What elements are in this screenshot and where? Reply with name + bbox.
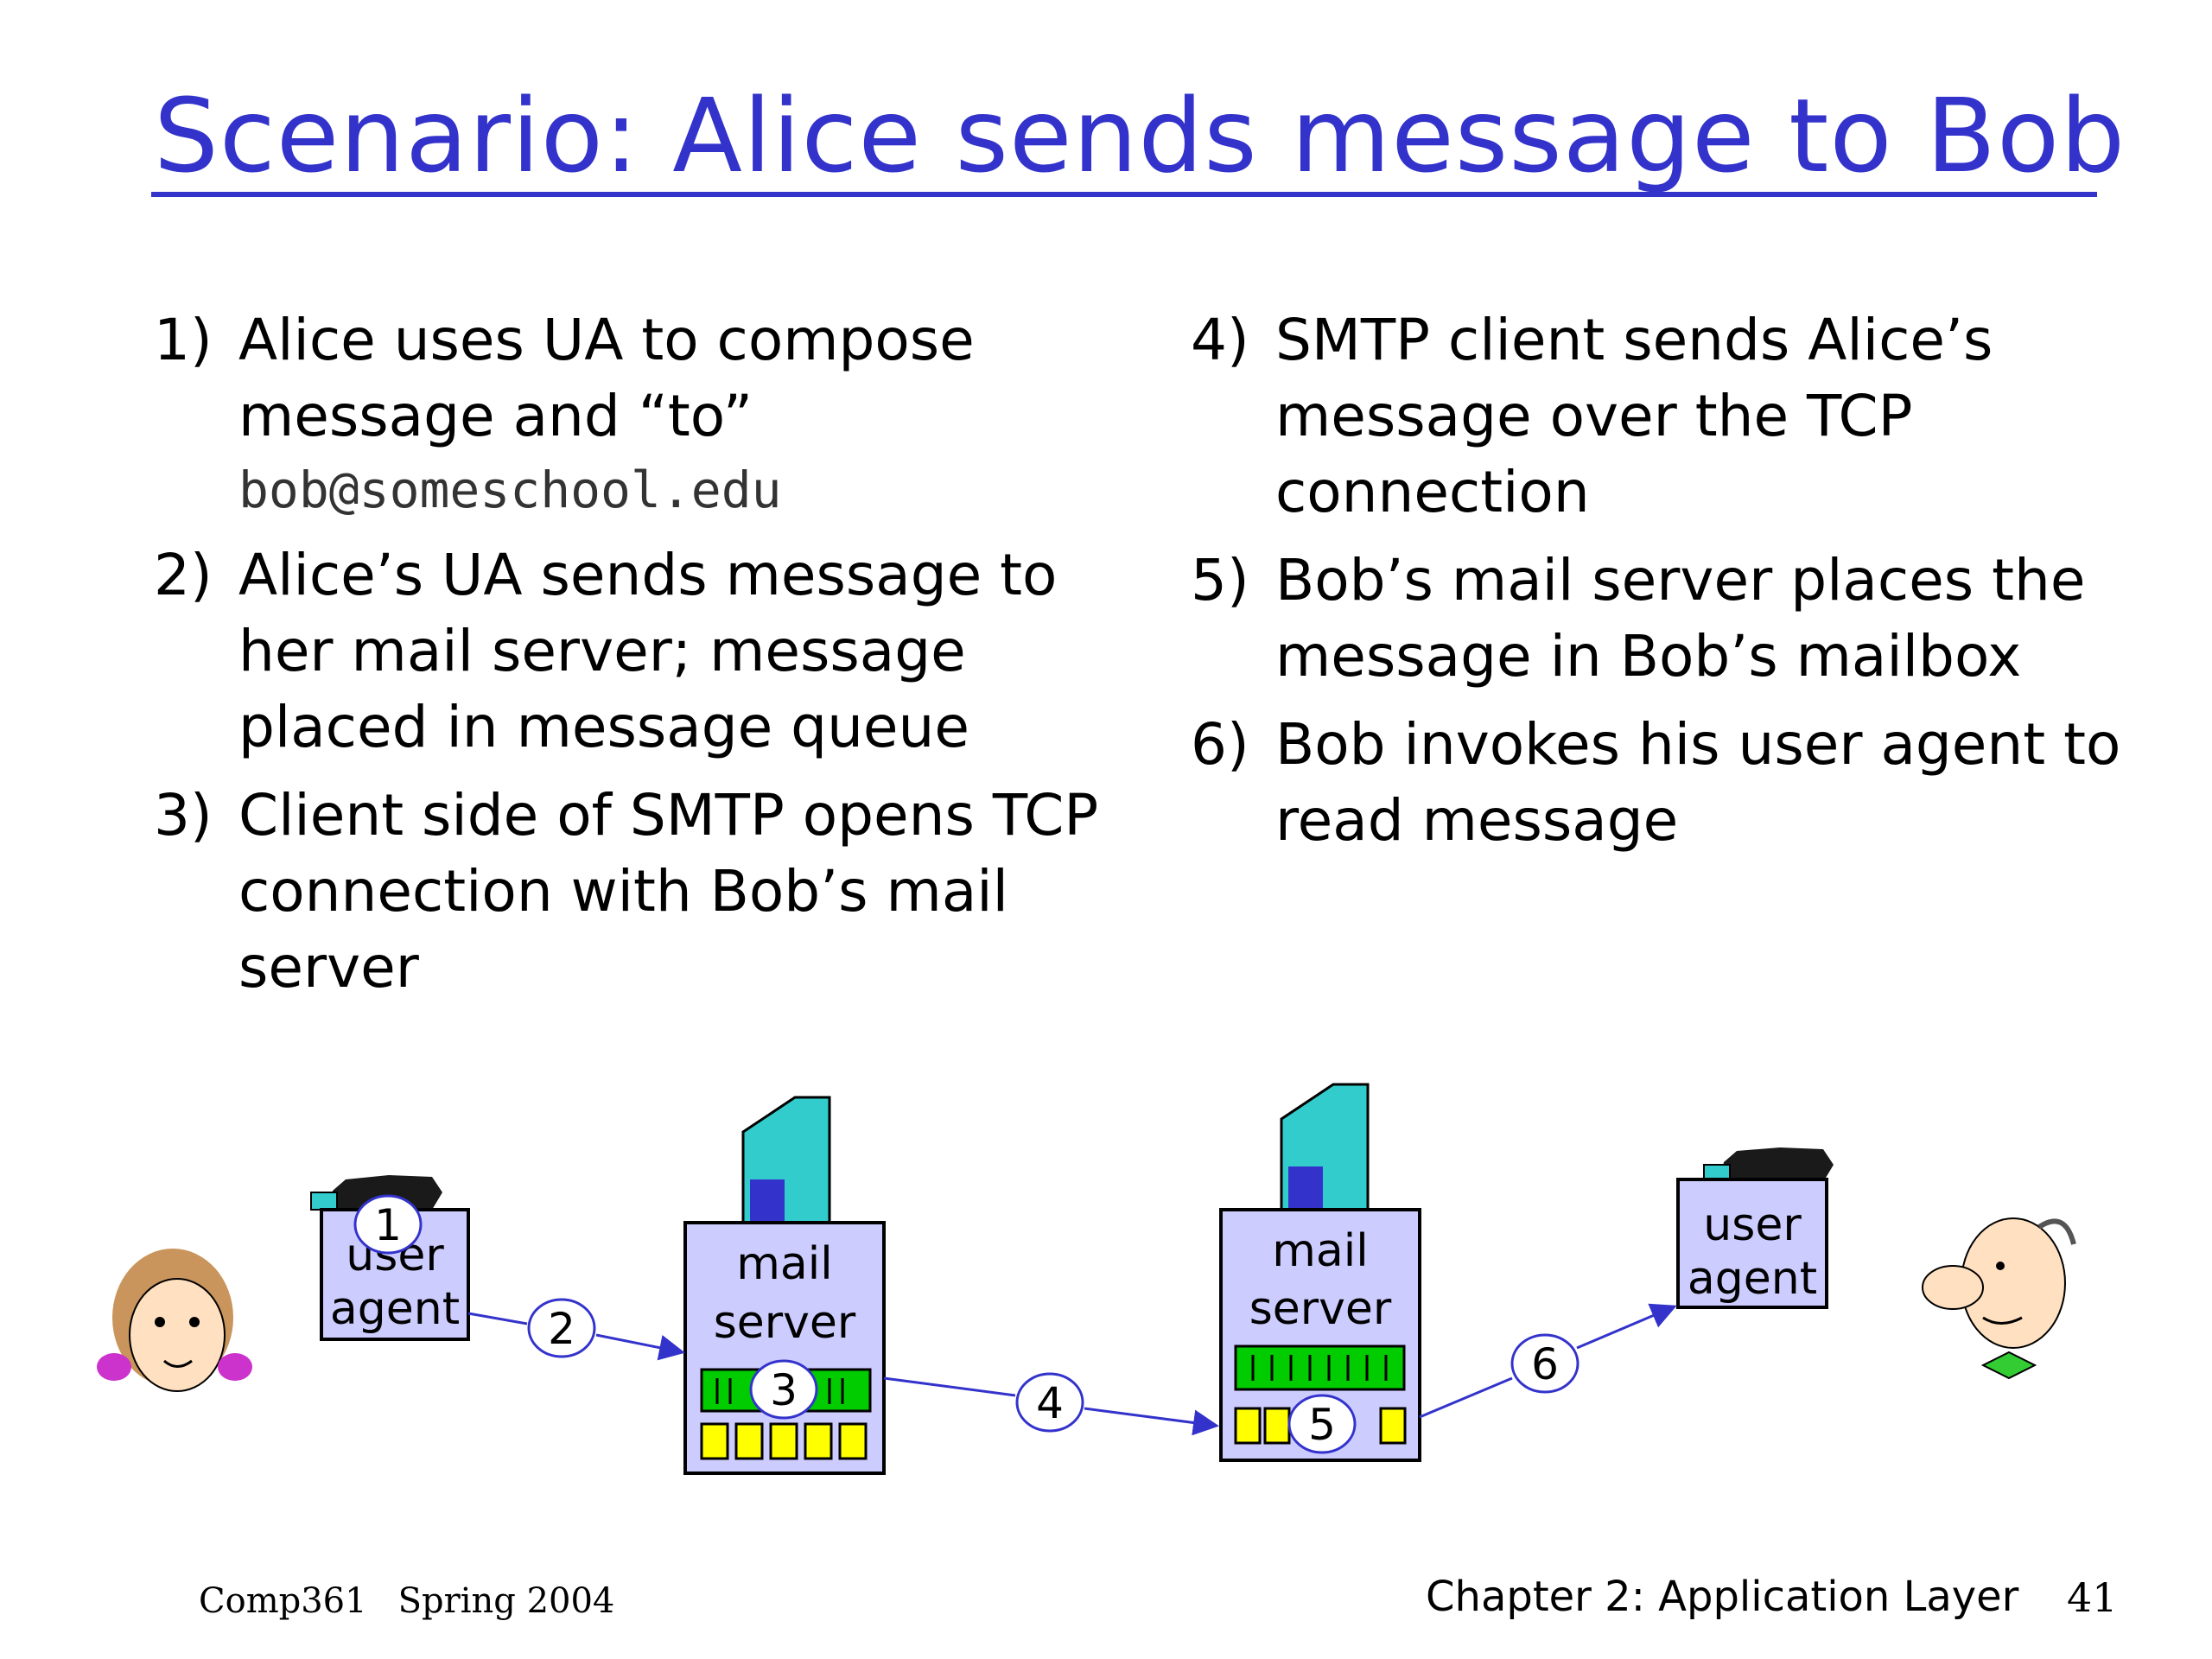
step-label-6: 6 — [1531, 1339, 1559, 1389]
step-number: 3) — [154, 782, 213, 849]
step-circle-5 — [1287, 1394, 1357, 1454]
step-circle-1 — [353, 1194, 423, 1255]
slide-title: Scenario: Alice sends message to Bob — [154, 76, 2126, 195]
bob-mailbox — [1234, 1407, 1407, 1445]
ua-label-line2: agent — [330, 1283, 460, 1335]
message-queue — [1234, 1344, 1406, 1391]
server-label-line2: server — [1249, 1283, 1392, 1335]
course-term: Spring 2004 — [397, 1581, 615, 1621]
computer-icon — [1719, 1147, 1834, 1182]
step-text: Alice uses UA to compose message and “to… — [238, 307, 975, 449]
computer-icon — [328, 1175, 442, 1210]
step-3: 3) Client side of SMTP opens TCP connect… — [154, 778, 1104, 1006]
steps-right-column: 4) SMTP client sends Alice’s message ove… — [1191, 302, 2176, 871]
step-text: SMTP client sends Alice’s message over t… — [1275, 307, 1993, 525]
server-label-line2: server — [714, 1297, 856, 1349]
step-label-1: 1 — [374, 1200, 402, 1250]
email-flow-diagram: user agent mail server mail server — [97, 1083, 2076, 1475]
title-underline — [151, 192, 2097, 197]
step-circle-2 — [527, 1298, 596, 1358]
step-number: 2) — [154, 542, 213, 608]
page-number: 41 — [2067, 1574, 2118, 1621]
alice-mail-server: mail server — [683, 1096, 886, 1475]
step-number: 6) — [1191, 711, 1249, 778]
step-label-2: 2 — [548, 1304, 575, 1354]
footer-chapter: Chapter 2: Application Layer — [1426, 1573, 2019, 1621]
alice-icon — [97, 1249, 252, 1392]
step-2: 2) Alice’s UA sends message to her mail … — [154, 537, 1104, 766]
step-circle-3 — [749, 1359, 818, 1420]
step-5: 5) Bob’s mail server places the message … — [1191, 543, 2176, 695]
bob-ua-box — [1676, 1178, 1828, 1309]
step-label-5: 5 — [1308, 1400, 1336, 1450]
step-number: 1) — [154, 307, 213, 373]
bob-icon — [1922, 1217, 2076, 1380]
step-6: 6) Bob invokes his user agent to read me… — [1191, 707, 2176, 859]
step-number: 4) — [1191, 307, 1249, 373]
bob-user-agent: user agent — [1676, 1147, 1834, 1309]
step-text: Client side of SMTP opens TCP connection… — [238, 782, 1099, 1001]
course-name: Comp361 — [199, 1581, 367, 1621]
step-4: 4) SMTP client sends Alice’s message ove… — [1191, 302, 2176, 531]
ua-label-line2: agent — [1688, 1253, 1817, 1305]
step-circle-6 — [1510, 1333, 1580, 1394]
ua-label-line1: user — [1703, 1199, 1802, 1251]
step-number: 5) — [1191, 547, 1249, 613]
step-label-3: 3 — [770, 1365, 798, 1415]
server-label-line1: mail — [736, 1238, 832, 1290]
step-text: Bob’s mail server places the message in … — [1275, 547, 2086, 690]
step-circle-4 — [1015, 1372, 1084, 1433]
server-label-line1: mail — [1272, 1225, 1368, 1277]
steps-left-column: 1) Alice uses UA to compose message and … — [154, 302, 1104, 1018]
footer-course: Comp361 Spring 2004 — [199, 1581, 614, 1621]
step-text: Bob invokes his user agent to read messa… — [1275, 711, 2121, 854]
step-text: Alice’s UA sends message to her mail ser… — [238, 542, 1058, 760]
step-label-4: 4 — [1036, 1378, 1064, 1428]
email-address: bob@someschool.edu — [238, 461, 782, 519]
step-1: 1) Alice uses UA to compose message and … — [154, 302, 1104, 525]
mailbox-slots — [700, 1422, 868, 1460]
